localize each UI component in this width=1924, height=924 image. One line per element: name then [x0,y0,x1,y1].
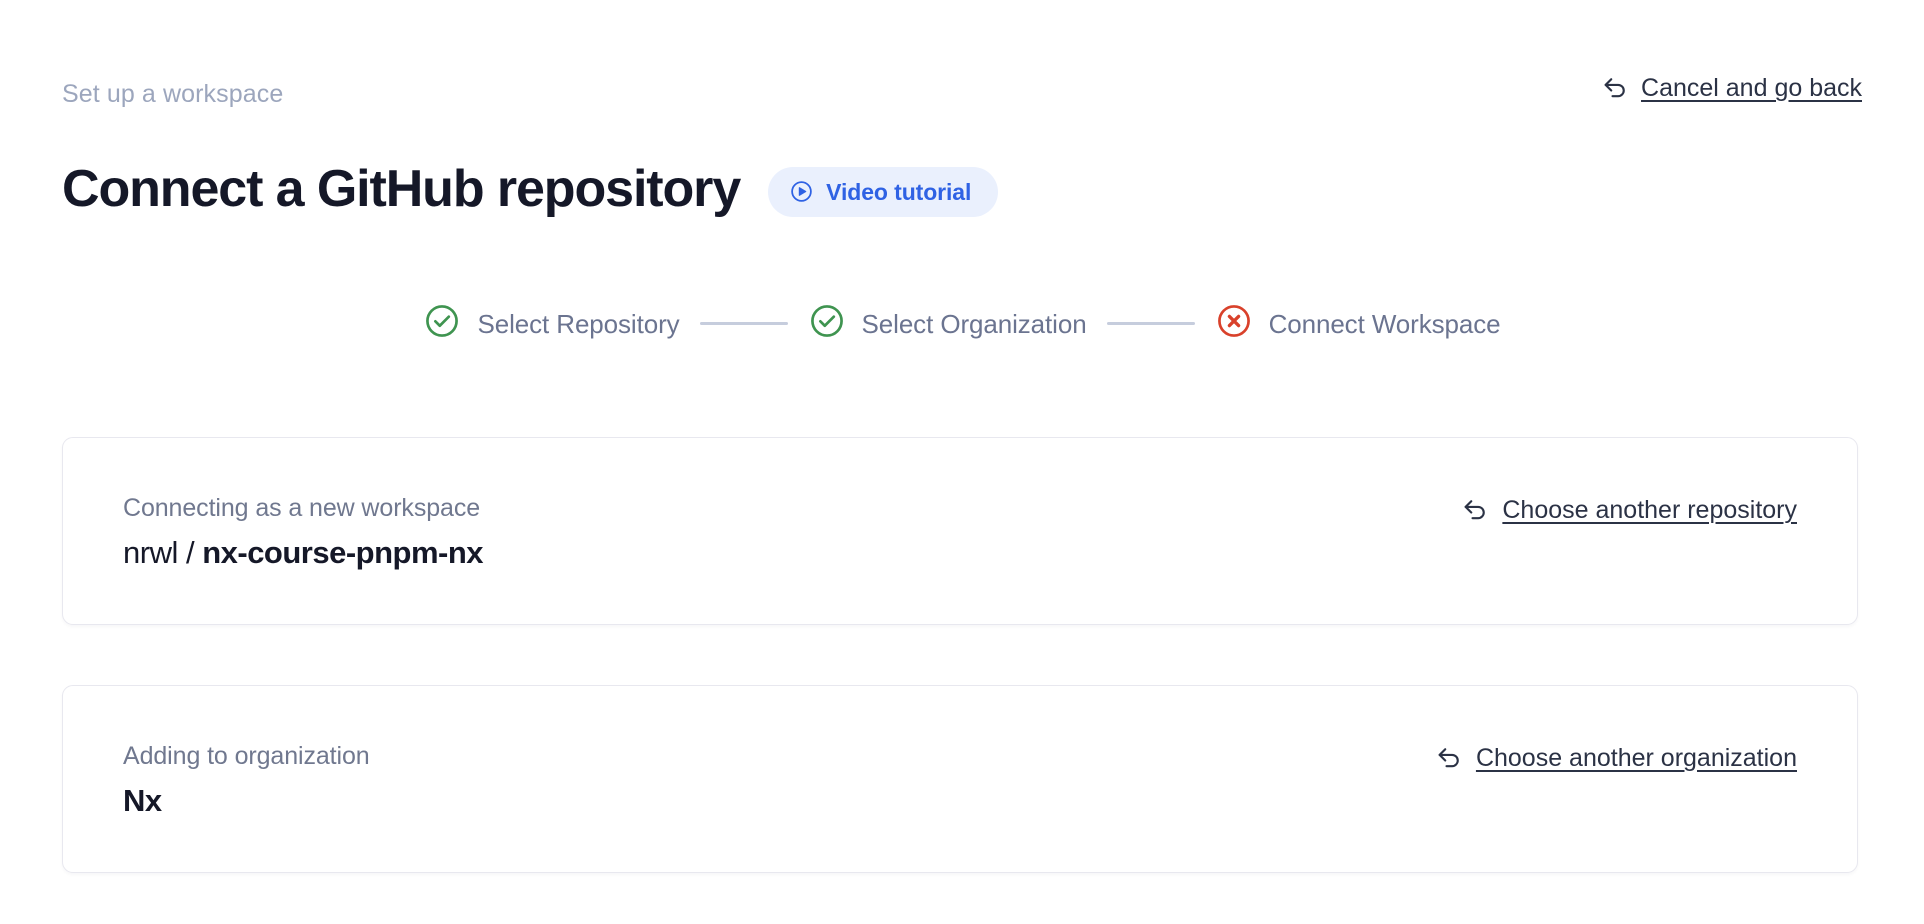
arrow-uturn-left-icon [1434,743,1464,773]
stepper-step-connect-workspace[interactable]: Connect Workspace [1215,302,1501,345]
check-circle-icon [808,302,846,345]
arrow-uturn-left-icon [1460,495,1490,525]
repository-summary-card: Connecting as a new workspace nrwl / nx-… [62,437,1858,625]
repository-name: nx-course-pnpm-nx [202,535,484,570]
organization-info: Adding to organization Nx [123,686,370,821]
stepper-connector-2 [1106,322,1195,325]
x-circle-icon [1215,302,1253,345]
video-tutorial-label: Video tutorial [826,178,972,205]
progress-stepper: Select Repository Select Organization Co… [0,302,1924,345]
stepper-label-connect-workspace: Connect Workspace [1268,308,1501,339]
stepper-connector-1 [699,322,788,325]
page-header: Set up a workspace Cancel and go back Co… [62,74,1862,256]
choose-another-organization-link[interactable]: Choose another organization [1434,686,1797,774]
organization-caption: Adding to organization [123,742,370,770]
title-row: Connect a GitHub repository Video tutori… [62,122,1862,256]
breadcrumb-eyebrow: Set up a workspace [62,80,284,108]
page-title: Connect a GitHub repository [62,159,741,218]
stepper-step-select-repository[interactable]: Select Repository [423,302,680,345]
play-circle-icon [789,179,814,204]
repository-value: nrwl / nx-course-pnpm-nx [123,533,484,573]
check-circle-icon [423,302,461,345]
repository-caption: Connecting as a new workspace [123,494,481,522]
organization-summary-card: Adding to organization Nx Choose another… [62,685,1858,873]
choose-another-repository-link[interactable]: Choose another repository [1460,438,1797,526]
arrow-uturn-left-icon [1600,73,1630,103]
organization-name: Nx [123,783,162,818]
stepper-label-select-organization: Select Organization [861,308,1087,339]
choose-another-organization-label: Choose another organization [1475,744,1797,772]
choose-another-repository-label: Choose another repository [1502,496,1797,524]
header-top-row: Set up a workspace Cancel and go back [62,74,1862,110]
organization-value: Nx [123,781,370,821]
cancel-and-go-back-label: Cancel and go back [1641,74,1862,102]
video-tutorial-button[interactable]: Video tutorial [768,166,999,217]
stepper-label-select-repository: Select Repository [477,308,680,339]
repository-info: Connecting as a new workspace nrwl / nx-… [123,438,484,573]
repository-owner: nrwl / [123,535,203,570]
stepper-step-select-organization[interactable]: Select Organization [808,302,1087,345]
cancel-and-go-back-link[interactable]: Cancel and go back [1600,72,1862,104]
